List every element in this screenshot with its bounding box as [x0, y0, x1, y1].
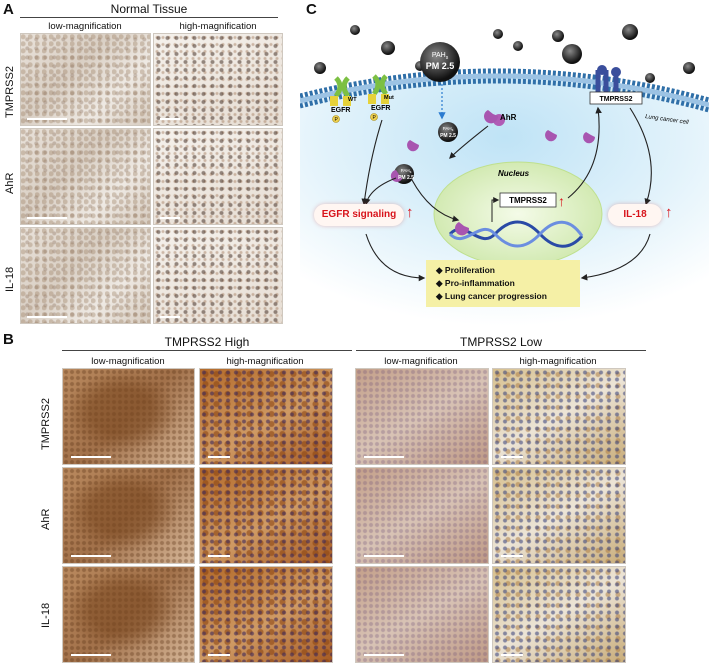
pm-particle	[381, 41, 395, 55]
egfr-signaling-pill: EGFR signaling	[314, 204, 404, 226]
outcome-item: ◆ Proliferation	[436, 265, 495, 275]
micrograph-low-ahr-high	[492, 467, 626, 564]
egfr-wt-receptor	[333, 76, 351, 98]
svg-text:PM 2.5: PM 2.5	[440, 133, 456, 139]
tmprss2-up-arrow: ↑	[558, 193, 565, 209]
micrograph-low-il18-high	[492, 566, 626, 663]
egfr-mut-label: EGFR	[371, 105, 390, 112]
pm25-cytoplasm	[438, 122, 458, 142]
egfr-signaling-up-arrow: ↑	[406, 204, 414, 221]
pm-particle	[622, 24, 638, 40]
micrograph-normal-ahr-low	[20, 128, 151, 225]
panel-b-low-rule	[356, 350, 646, 351]
cell-membrane-inner	[299, 78, 709, 113]
panel-a-row-ahr: AhR	[4, 172, 16, 194]
micrograph-low-tmprss2-high	[492, 368, 626, 465]
micrograph-high-ahr-low	[62, 467, 195, 564]
dna-helix	[448, 220, 584, 248]
panel-b-low-col-low: low-magnification	[384, 356, 458, 367]
panel-a-row-tmprss2: TMPRSS2	[4, 66, 16, 118]
pm-particle	[645, 73, 655, 83]
pm-particle	[552, 30, 564, 42]
svg-text:PM 2.5: PM 2.5	[398, 175, 414, 181]
panel-a-letter: A	[3, 1, 14, 18]
egfr-mut-receptor	[371, 74, 389, 96]
panel-b-row-il18: IL-18	[40, 602, 52, 628]
micrograph-normal-il18-high	[153, 227, 283, 324]
pm-particle	[493, 29, 503, 39]
nucleus-label: Nucleus	[498, 169, 530, 178]
micrograph-normal-tmprss2-low	[20, 33, 151, 126]
micrograph-high-il18-high	[199, 566, 333, 663]
pm-particle	[683, 62, 695, 74]
svg-text:P: P	[335, 117, 339, 123]
pathway-diagram-svg: PAHs PM 2.5 WT EGFR P Mut EGFR P TMPRSS2…	[299, 24, 709, 326]
panel-a-title: Normal Tissue	[110, 2, 188, 16]
svg-text:PAHs: PAHs	[443, 126, 454, 132]
outcome-box: ◆ Proliferation ◆ Pro-inflammation ◆ Lun…	[426, 260, 580, 307]
panel-b-letter: B	[3, 331, 14, 348]
ahr-label: AhR	[500, 113, 517, 122]
pm-particle	[562, 44, 582, 64]
gene-box-label: TMPRSS2	[509, 196, 547, 205]
micrograph-low-ahr-low	[355, 467, 489, 564]
panel-b-row-tmprss2: TMPRSS2	[40, 398, 52, 450]
outcome-item: ◆ Lung cancer progression	[436, 291, 547, 301]
pm25-large	[420, 42, 460, 82]
il18-up-arrow: ↑	[665, 204, 673, 221]
pm-particle	[350, 25, 360, 35]
egfr-wt-tag: WT	[348, 97, 357, 103]
pm-particle	[314, 62, 326, 74]
panel-b-high-rule	[62, 350, 352, 351]
micrograph-high-ahr-high	[199, 467, 333, 564]
panel-a-rule	[20, 17, 278, 18]
egfr-wt-label: EGFR	[331, 107, 350, 114]
svg-text:PAHs: PAHs	[401, 168, 412, 174]
micrograph-normal-tmprss2-high	[153, 33, 283, 126]
panel-a-col-low: low-magnification	[48, 21, 122, 32]
micrograph-high-il18-low	[62, 566, 195, 663]
pathway-diagram: PAHs PM 2.5 WT EGFR P Mut EGFR P TMPRSS2…	[299, 8, 709, 326]
tmprss2-receptor-label: TMPRSS2	[599, 96, 632, 103]
micrograph-high-tmprss2-low	[62, 368, 195, 465]
pm-particle	[513, 41, 523, 51]
pm25-large-line1: PAHs	[432, 52, 449, 61]
micrograph-normal-il18-low	[20, 227, 151, 324]
pm25-large-line2: PM 2.5	[426, 61, 455, 71]
panel-b-low-title: TMPRSS2 Low	[459, 335, 543, 349]
panel-b-high-col-low: low-magnification	[91, 356, 165, 367]
panel-a-col-high: high-magnification	[179, 21, 257, 32]
panel-b-row-ahr: AhR	[40, 508, 52, 530]
micrograph-low-il18-low	[355, 566, 489, 663]
outcome-item: ◆ Pro-inflammation	[436, 278, 515, 288]
panel-b-low-col-high: high-magnification	[519, 356, 597, 367]
egfr-mut-tag: Mut	[384, 95, 394, 101]
panel-c-letter: C	[306, 1, 317, 18]
micrograph-low-tmprss2-low	[355, 368, 489, 465]
micrograph-high-tmprss2-high	[199, 368, 333, 465]
panel-a-row-il18: IL-18	[4, 266, 16, 292]
il18-pill: IL-18	[608, 204, 662, 226]
cell-membrane-outer	[299, 68, 709, 103]
svg-text:P: P	[373, 115, 377, 121]
panel-b-high-col-high: high-magnification	[226, 356, 304, 367]
micrograph-normal-ahr-high	[153, 128, 283, 225]
panel-b-high-title: TMPRSS2 High	[164, 335, 250, 349]
